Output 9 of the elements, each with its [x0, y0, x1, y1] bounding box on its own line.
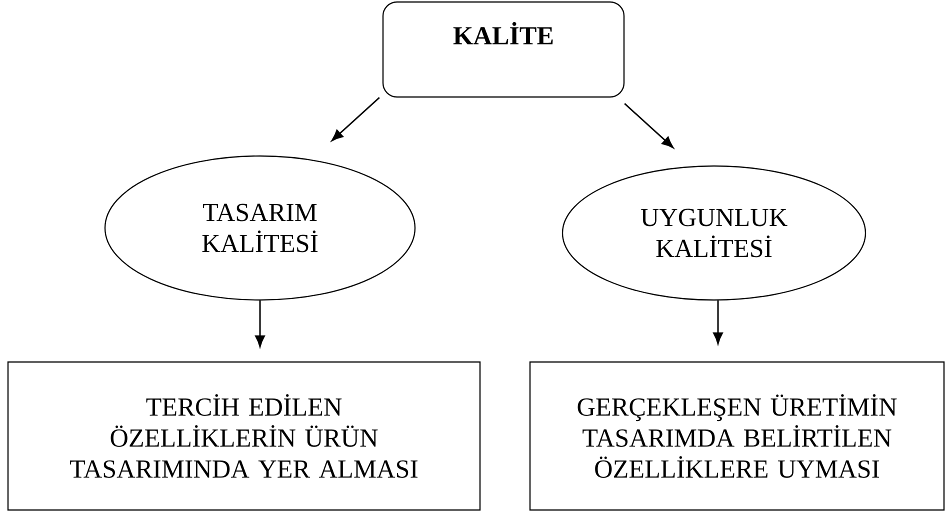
arrow [255, 300, 265, 348]
arrow [624, 103, 674, 148]
arrow [713, 300, 723, 344]
text-box: TERCİH EDİLEN ÖZELLİKLERİN ÜRÜN TASARIMINDA YER ALMASI [7, 361, 481, 511]
ellipse-node: TASARIM KALİTESİ [104, 155, 416, 301]
ellipse-node: UYGUNLUK KALİTESİ [562, 165, 866, 301]
rounded-box: KALİTE [382, 1, 625, 98]
text-box: GERÇEKLEŞEN ÜRETİMİN TASARIMDA BELİRTİLEN ÖZELLİKLERE UYMASI [529, 361, 945, 511]
arrow [331, 97, 380, 142]
